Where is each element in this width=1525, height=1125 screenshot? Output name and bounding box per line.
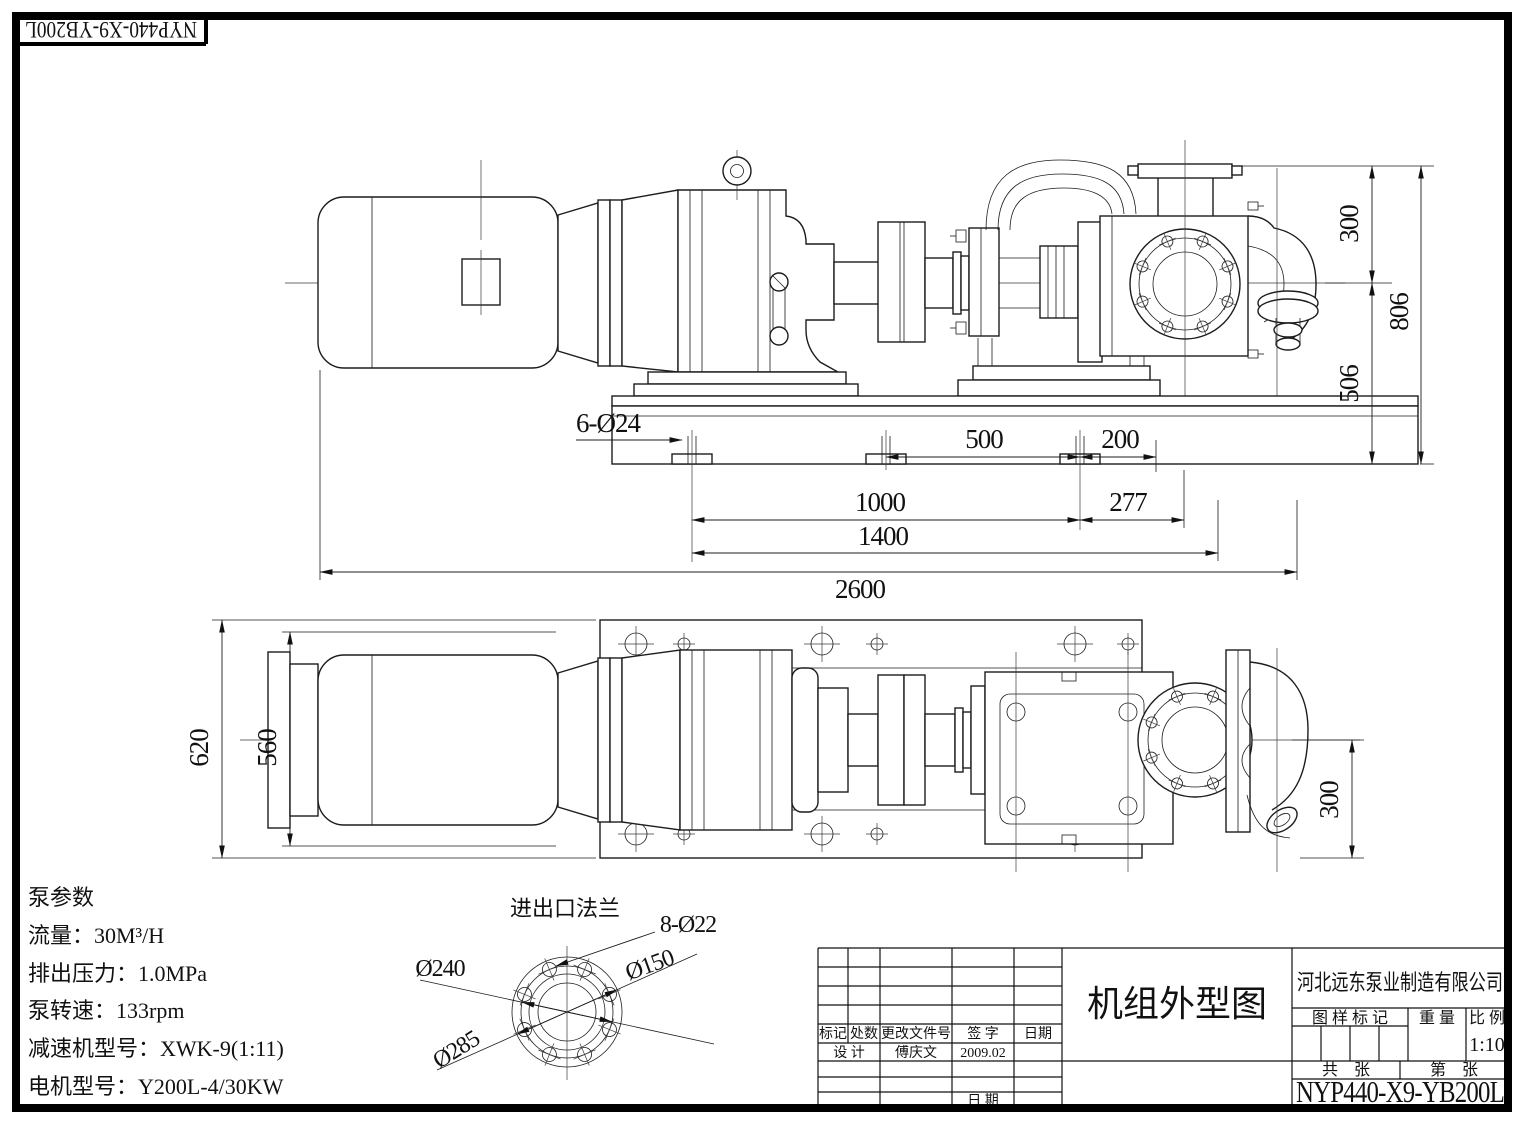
tb-company: 河北远东泵业制造有限公司 [1297,970,1503,995]
discharge-elbow-front [1247,168,1319,428]
flange-bolt-holes: 8-Ø22 [660,912,716,938]
pump-parameters: 泵参数 流量：30M³/H 排出压力：1.0MPa 泵转速：133rpm 减速机… [28,885,284,1099]
tb-scale-label: 比 例 [1469,1009,1505,1027]
reducer-foot-pad [633,383,859,397]
gear-reducer-plan [679,649,879,831]
corner-drawing-number: NYP440-X9-YB200L [25,17,197,42]
coupling-front [833,221,970,343]
dim-300-upper: 300 [1334,205,1364,243]
tb-col-mark: 标记 [819,1026,847,1042]
motor-plan [267,649,681,831]
dim-1000: 1000 [855,487,906,517]
dim-506: 506 [1334,365,1364,403]
dim-anchor-holes: 6-Ø24 [576,408,641,438]
dim-500: 500 [965,424,1003,454]
flange-title: 进出口法兰 [510,896,620,921]
dim-806: 806 [1384,293,1414,331]
param-motor: 电机型号：Y200L-4/30KW [28,1074,284,1099]
front-view: 300 506 806 6-Ø24 500 200 1000 277 1400 … [285,140,1434,604]
motor-front [317,160,559,369]
lifting-eye-front [722,150,752,200]
flange-detail: 进出口法兰 8-Ø22 Ø240 Ø150 Ø285 [415,896,717,1080]
tb-mark-label: 图 样 标 记 [1312,1009,1388,1027]
drawing-border: NYP440-X9-YB200L [12,12,1512,1112]
dim-300-plan: 300 [1314,781,1344,819]
tb-scale-value: 1:10 [1469,1034,1505,1056]
cooling-pipes [985,159,1137,231]
coupling-plan [877,674,972,806]
tb-col-doc: 更改文件号 [881,1026,951,1042]
reducer-foot [647,371,847,385]
title-block: 标记 处数 更改文件号 签 字 日期 设 计 傅庆文 2009.02 日 期 机… [817,947,1508,1109]
tb-designer: 傅庆文 [895,1045,937,1061]
tb-col-date: 日期 [1024,1026,1052,1042]
pump-plan [970,652,1253,872]
front-view-dimensions: 300 506 806 6-Ø24 500 200 1000 277 1400 … [319,165,1434,604]
gear-reducer-front [633,150,859,397]
pump-bracket-front [950,227,1079,337]
tb-drawing-number: NYP440-X9-YB200L [1296,1074,1504,1109]
flange-bolt-circle-dia: Ø240 [415,956,465,982]
motor-adapter-front [557,189,679,373]
dim-200: 200 [1101,424,1139,454]
tb-sheet-no: 第 张 [1430,1061,1478,1079]
param-speed: 泵转速：133rpm [28,998,184,1023]
tb-col-count: 处数 [850,1026,878,1042]
flange-bore-dia: Ø150 [622,944,678,986]
dim-1400: 1400 [858,521,909,551]
tb-design-date: 2009.02 [960,1046,1006,1061]
sheet-border [12,12,1512,1112]
param-title: 泵参数 [28,885,94,910]
tb-col-sign: 签 字 [967,1025,999,1042]
dim-2600: 2600 [835,574,886,604]
revision-table: 标记 处数 更改文件号 签 字 日期 设 计 傅庆文 2009.02 日 期 [818,948,1062,1109]
title-block-right: 河北远东泵业制造有限公司 图 样 标 记 重 量 比 例 1:10 共 张 第 … [1292,970,1508,1109]
tb-drawing-title: 机组外型图 [1087,984,1267,1024]
plan-view: 620 560 300 [184,619,1364,872]
param-reducer: 减速机型号：XWK-9(1:11) [28,1036,284,1061]
flange-outer-dia: Ø285 [428,1025,484,1074]
plan-view-dimensions: 620 560 300 [184,619,1364,859]
param-flow: 流量：30M³/H [28,923,164,948]
discharge-pipe-plan [1225,648,1309,872]
dim-620: 620 [184,729,214,767]
dim-277: 277 [1109,487,1147,517]
pump-front [957,140,1264,430]
tb-weight-label: 重 量 [1419,1009,1455,1027]
oil-level-gauge [769,272,789,346]
tb-row-design: 设 计 [833,1045,865,1061]
dim-560: 560 [252,729,282,767]
param-pressure: 排出压力：1.0MPa [28,961,207,986]
tb-total-sheets: 共 张 [1322,1061,1370,1079]
